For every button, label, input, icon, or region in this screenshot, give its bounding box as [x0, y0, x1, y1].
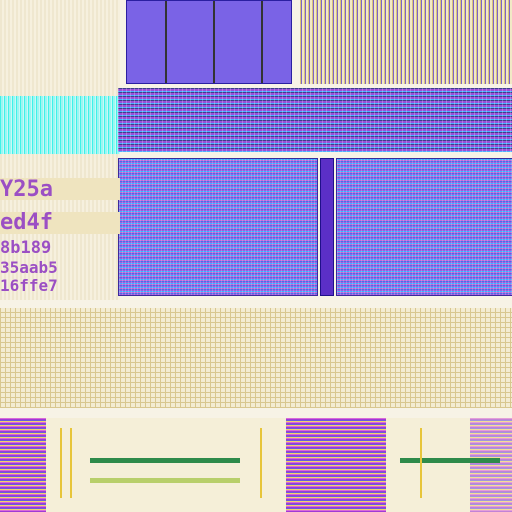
bottom-macro-right: [470, 418, 512, 512]
teal-routing-block: [0, 96, 120, 154]
label-line-5: 16ffe7: [0, 276, 58, 295]
macro-column-divider: [165, 1, 167, 83]
label-background: [0, 212, 120, 234]
macro-block-narrow: [320, 158, 334, 296]
wide-routing-strip: [118, 88, 512, 152]
label-line-1: Y25a: [0, 177, 53, 202]
label-background: [0, 178, 120, 200]
macro-block-left: [118, 158, 318, 296]
label-line-4: 35aab5: [0, 258, 58, 277]
standard-cell-row-band: [0, 308, 512, 408]
bottom-macro-center: [286, 418, 386, 512]
label-line-2: ed4f: [0, 210, 53, 235]
macro-column-divider: [213, 1, 215, 83]
via-column: [260, 428, 262, 498]
via-column: [60, 428, 62, 498]
macro-block-right: [336, 158, 512, 296]
label-line-3: 8b189: [0, 238, 52, 258]
via-column: [70, 428, 72, 498]
top-right-cell-region: [300, 0, 512, 84]
bottom-cell-band: [0, 418, 512, 512]
via-column: [420, 428, 422, 498]
power-rail: [90, 478, 240, 483]
top-macro-block: [126, 0, 292, 84]
power-rail: [90, 458, 240, 463]
macro-column-divider: [261, 1, 263, 83]
bottom-macro-left: [0, 418, 46, 512]
power-rail: [400, 458, 500, 463]
